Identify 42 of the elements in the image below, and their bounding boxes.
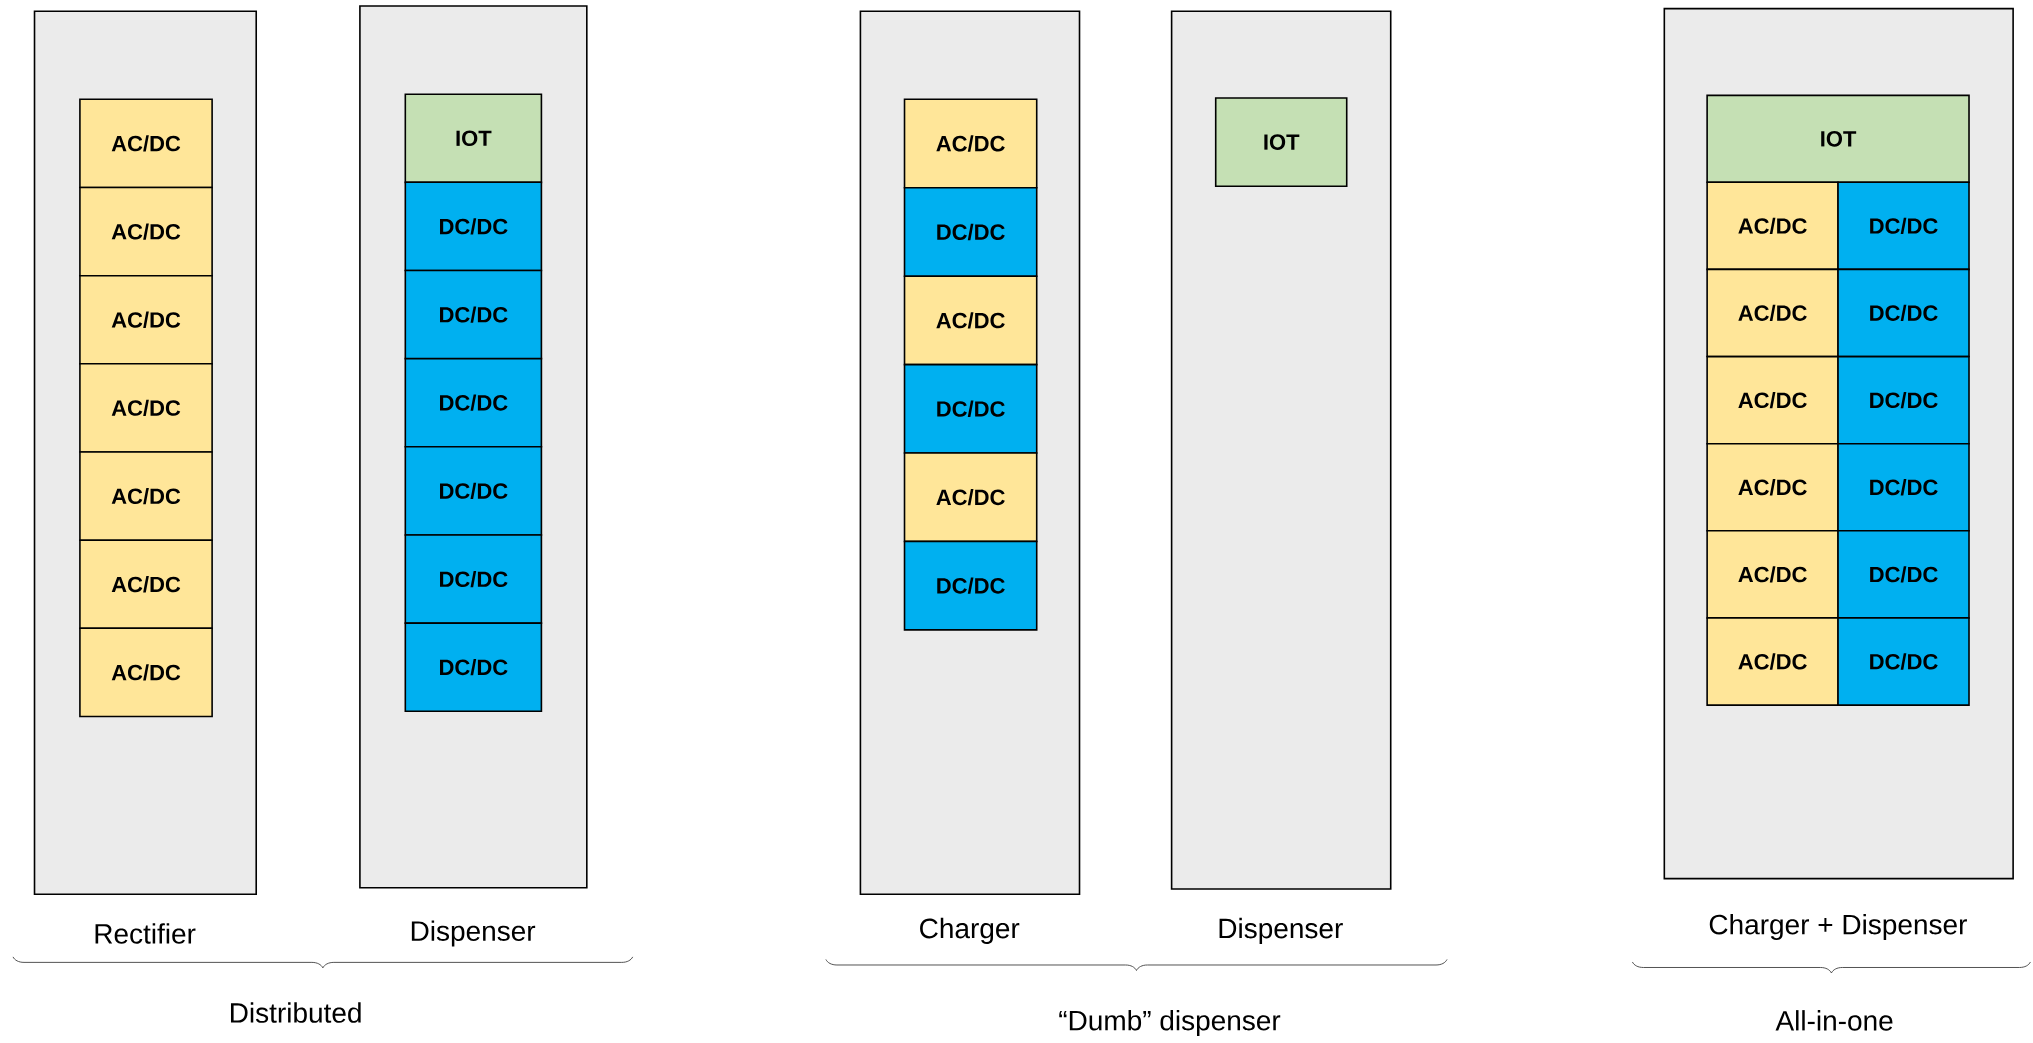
module-box: AC/DC [79,451,213,541]
cabinet-label: Charger + Dispenser [1709,913,1967,941]
module-box: DC/DC [404,622,543,713]
module-box: AC/DC [79,362,213,453]
module-box: AC/DC [1706,268,1839,358]
module-box: DC/DC [1837,617,1970,706]
module-box: DC/DC [903,540,1038,631]
group-label: All-in-one [1775,1010,1893,1031]
module-box: IOT [1214,97,1348,187]
module-box: AC/DC [903,452,1038,543]
module-box: DC/DC [1837,355,1970,445]
module-box: DC/DC [404,357,543,448]
module-box: AC/DC [79,539,213,630]
module-box: AC/DC [1706,442,1839,532]
group-label: “Dumb” dispenser [1059,1009,1281,1037]
module-box: DC/DC [404,534,543,624]
module-box: DC/DC [903,187,1038,277]
module-box: AC/DC [79,186,213,277]
module-box: DC/DC [1837,181,1970,271]
module-box: AC/DC [79,627,213,718]
module-box: DC/DC [1837,268,1970,358]
module-box: IOT [1706,94,1970,184]
cabinet-label: Charger [920,917,1020,944]
group-label: Distributed [231,1002,361,1023]
module-box: AC/DC [79,274,213,365]
module-box: DC/DC [1837,442,1970,532]
module-box: DC/DC [1837,530,1970,619]
cabinet-label: Dispenser [411,920,536,947]
module-box: AC/DC [1706,181,1839,271]
module-box: IOT [404,93,543,184]
module-box: AC/DC [1706,355,1839,445]
module-box: DC/DC [404,181,543,272]
module-box: AC/DC [1706,530,1839,619]
cabinet-label: Rectifier [95,923,196,944]
module-box: AC/DC [79,98,213,189]
module-box: DC/DC [903,363,1038,454]
module-box: DC/DC [404,269,543,360]
module-box: AC/DC [903,275,1038,366]
cabinet-label: Dispenser [1219,917,1343,944]
module-box: DC/DC [404,446,543,536]
module-box: AC/DC [1706,617,1839,706]
module-box: AC/DC [903,98,1038,189]
